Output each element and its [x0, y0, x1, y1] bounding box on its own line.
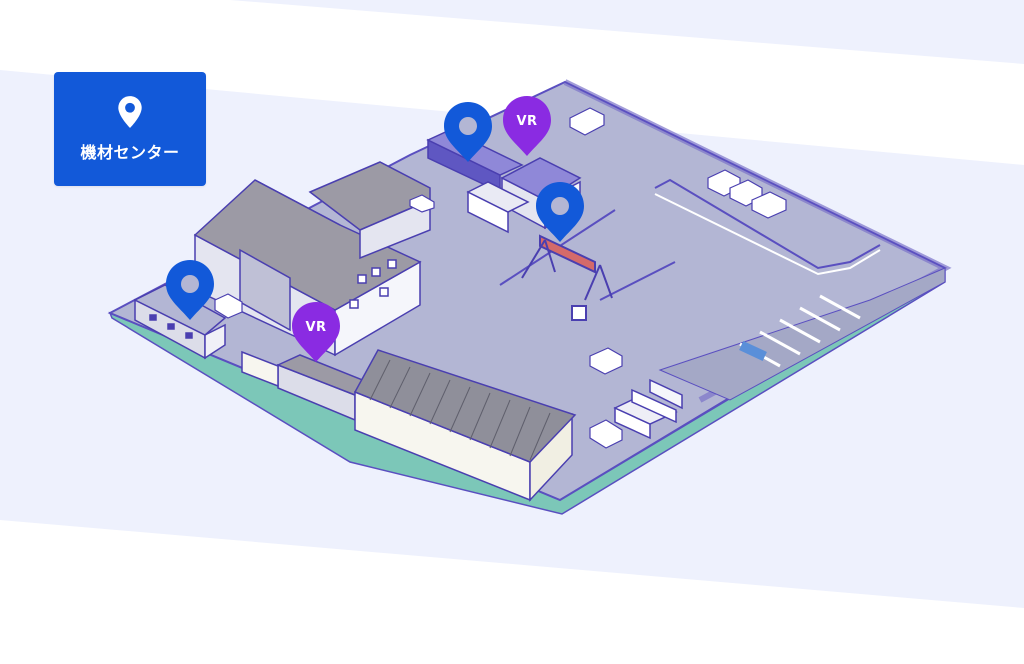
map-pin-icon	[118, 96, 142, 128]
fence-rail	[654, 178, 881, 270]
vr-pin-label: VR	[305, 320, 326, 335]
back-shed	[308, 161, 431, 260]
vr-pin-label: VR	[516, 114, 537, 129]
location-name: 機材センター	[80, 143, 180, 162]
location-pin-icon[interactable]	[166, 260, 214, 320]
vr-pin[interactable]: VR	[503, 96, 551, 156]
backdrop-band-top	[230, 0, 1024, 64]
location-pin-icon[interactable]	[536, 182, 584, 242]
container-stack	[613, 378, 683, 440]
location-pin-icon[interactable]	[444, 102, 492, 162]
long-shed	[241, 350, 377, 422]
gantry-crane	[521, 234, 613, 321]
vr-pin[interactable]: VR	[292, 302, 340, 362]
location-badge[interactable]: 機材センター	[54, 72, 206, 186]
vehicles	[214, 107, 787, 449]
site-office	[133, 284, 227, 360]
small-pool	[739, 340, 767, 362]
storage-warehouse	[353, 349, 577, 502]
